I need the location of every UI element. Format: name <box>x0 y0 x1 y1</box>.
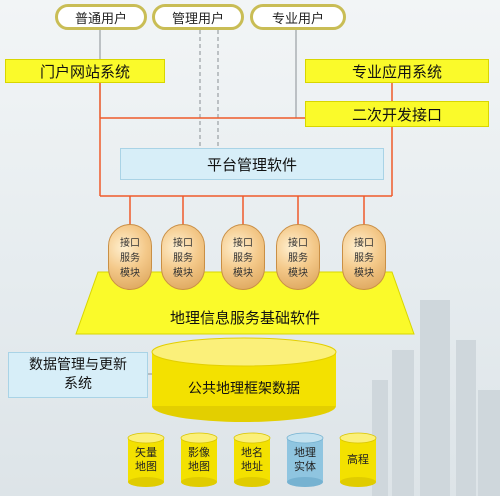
data-item-line: 地名 <box>241 446 263 459</box>
module-label-line: 模块 <box>120 268 140 279</box>
data-item-line: 实体 <box>294 460 316 473</box>
interface-service-module: 接口 服务 模块 <box>108 224 152 290</box>
data-item-cylinder <box>180 432 218 487</box>
module-label-line: 模块 <box>173 268 193 279</box>
module-label-line: 接口 <box>173 238 193 249</box>
platform-mgmt-box: 平台管理软件 <box>120 148 384 180</box>
interface-service-module: 接口 服务 模块 <box>161 224 205 290</box>
general-user-pill: 普通用户 <box>55 4 147 30</box>
data-item-line: 地址 <box>241 460 263 473</box>
background-building <box>456 340 476 496</box>
background-building <box>420 300 450 496</box>
framework-cylinder-top <box>151 337 337 367</box>
data-item-cylinder <box>339 432 377 487</box>
interface-service-module: 接口 服务 模块 <box>221 224 265 290</box>
data-item-label: 地名 地址 <box>234 446 270 474</box>
module-label-line: 模块 <box>354 268 374 279</box>
data-item-line: 高程 <box>347 453 369 466</box>
module-label-line: 接口 <box>354 238 374 249</box>
data-item-line: 矢量 <box>135 446 157 459</box>
background-building <box>392 350 414 496</box>
module-label-line: 接口 <box>120 238 140 249</box>
module-label-line: 服务 <box>288 253 308 264</box>
professional-user-pill: 专业用户 <box>250 4 346 30</box>
pro-app-system-bar: 专业应用系统 <box>305 59 489 83</box>
admin-user-pill: 管理用户 <box>152 4 244 30</box>
framework-data-label: 公共地理框架数据 <box>188 381 300 397</box>
secondary-dev-bar: 二次开发接口 <box>305 101 489 127</box>
data-item-line: 地理 <box>294 446 316 459</box>
data-item-label: 地理 实体 <box>287 446 323 474</box>
module-label-line: 服务 <box>120 253 140 264</box>
data-item-cylinder <box>127 432 165 487</box>
data-item-line: 地图 <box>135 460 157 473</box>
platform-mgmt-label: 平台管理软件 <box>206 155 297 174</box>
background-building <box>478 390 500 496</box>
module-label-line: 服务 <box>233 253 253 264</box>
data-item-label: 影像 地图 <box>181 446 217 474</box>
data-item-label: 矢量 地图 <box>128 446 164 474</box>
pro-app-system-label: 专业应用系统 <box>351 62 442 81</box>
module-label-line: 服务 <box>173 253 193 264</box>
data-mgmt-label-line1: 数据管理与更新 <box>29 357 127 373</box>
data-item-cylinder <box>286 432 324 487</box>
data-item-line: 影像 <box>188 446 210 459</box>
data-mgmt-box: 数据管理与更新 系统 <box>8 352 148 398</box>
interface-service-module: 接口 服务 模块 <box>342 224 386 290</box>
portal-system-label: 门户网站系统 <box>39 62 130 81</box>
module-label-line: 服务 <box>354 253 374 264</box>
data-item-cylinder <box>233 432 271 487</box>
foundation-software-label: 地理信息服务基础软件 <box>169 309 320 327</box>
module-label-line: 模块 <box>288 268 308 279</box>
module-label-line: 接口 <box>233 238 253 249</box>
interface-service-module: 接口 服务 模块 <box>276 224 320 290</box>
data-mgmt-label-line2: 系统 <box>64 376 92 392</box>
module-label-line: 接口 <box>288 238 308 249</box>
secondary-dev-label: 二次开发接口 <box>351 105 442 124</box>
data-item-line: 地图 <box>188 460 210 473</box>
data-item-label: 高程 <box>340 453 376 467</box>
portal-system-bar: 门户网站系统 <box>5 59 165 83</box>
module-label-line: 模块 <box>233 268 253 279</box>
